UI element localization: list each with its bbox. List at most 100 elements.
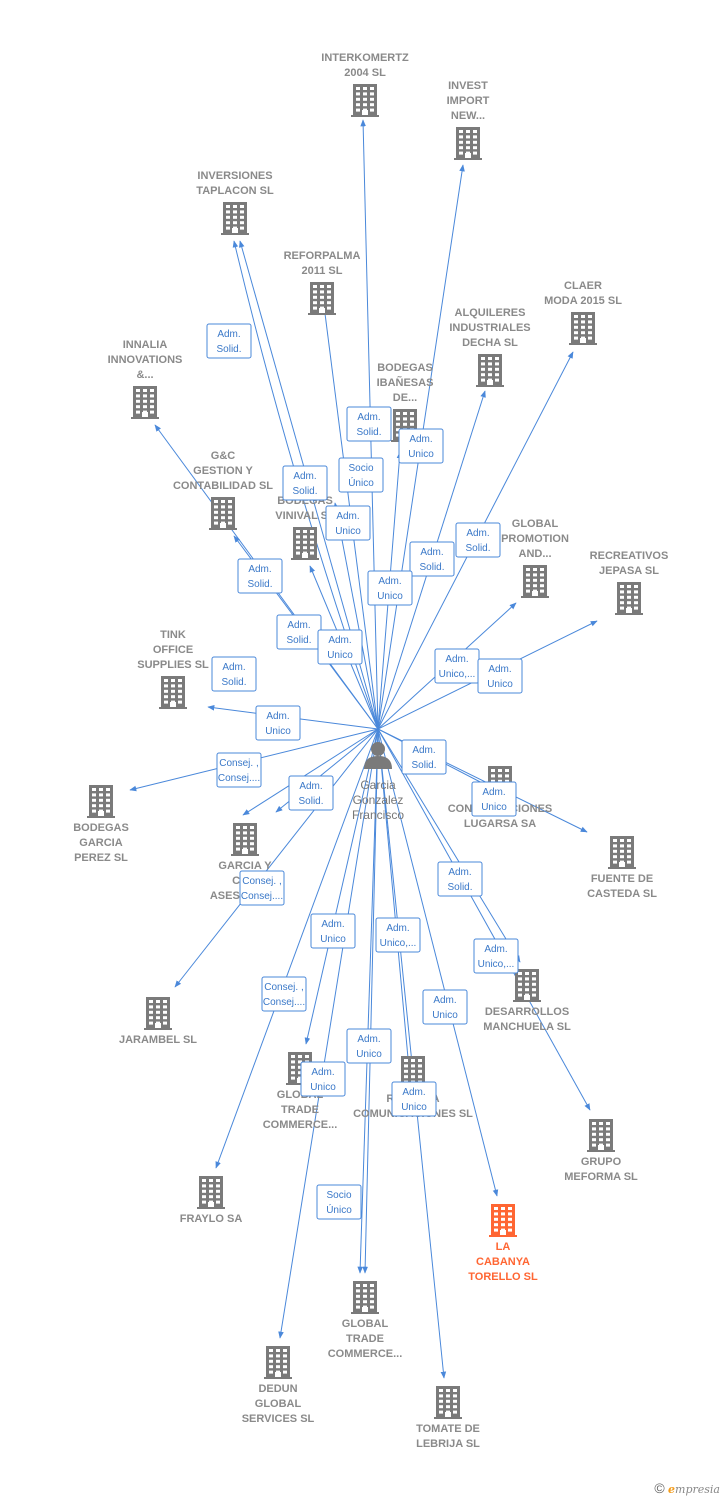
edge-label-reforpalma[interactable]: Adm.Unico [325,505,371,541]
edge-label-interkomertz[interactable]: Adm.Solid. [346,406,392,442]
edge-label-line: Solid. [247,579,272,590]
edge-label-line: Único [326,1203,352,1216]
company-name-line: ALQUILERES [455,307,526,319]
edge-label-gyc-gestion[interactable]: Adm.Solid. [276,614,322,650]
company-name-line: DE... [393,392,417,404]
company-name-line: MEFORMA SL [564,1171,638,1183]
edge-label-line: Solid. [465,543,490,554]
edge-label-grupo-meforma[interactable]: Adm.Unico,... [473,938,519,974]
company-name-line: DESARROLLOS [485,1006,569,1018]
edge-line-tomate-lebrija [377,728,447,1379]
edge-label-jarambel[interactable]: Consej. ,Consej.... [261,976,307,1012]
empresia-logo[interactable]: empresia [668,1483,720,1496]
edge-line-la-cabanya [377,728,499,1197]
edge-label-line: Solid. [298,796,323,807]
edge-label-desarrollos-manchuela[interactable]: Adm.Solid. [437,861,483,897]
company-node-reforpalma[interactable]: REFORPALMA 2011 SL [284,250,361,315]
edge-label-construcciones-lugarsa[interactable]: Adm.Solid. [401,739,447,775]
company-name-line: INNOVATIONS [108,354,183,366]
edge-label-invest-import[interactable]: Adm.Unico [398,428,444,464]
edge-label-line: Adm. [287,620,310,631]
edge-label-line: Consej. , [219,758,258,769]
company-name-line: 2011 SL [302,265,343,277]
edge-line-jarambel [174,728,379,988]
company-node-innalia[interactable]: INNALIAINNOVATIONS&... [108,339,183,419]
edge-label-innalia[interactable]: Adm.Solid. [237,558,283,594]
edge-label-radio-comunicaciones[interactable]: Adm.Unico,... [375,917,421,953]
company-node-grupo-meforma[interactable]: GRUPO MEFORMA SL [564,1119,638,1183]
edge-label-inversiones-taplacon[interactable]: Adm.Solid. [282,465,328,501]
edge-label-garcia-y-asesores[interactable]: Adm.Solid. [211,656,257,692]
company-name-line: CABANYA [476,1256,530,1268]
edge-label-fraylo[interactable]: Consej. ,Consej.... [239,870,285,906]
edge-label-tomate-lebrija[interactable]: Adm.Unico [391,1081,437,1117]
company-name-line: JARAMBEL SL [119,1034,197,1046]
edge-label-garcia-y-asesores[interactable]: Adm.Solid. [288,775,334,811]
company-name-line: CASTEDA SL [587,888,657,900]
edge-label-alquileres-industriales[interactable]: Adm.Solid. [409,541,455,577]
edge-label-inversiones-taplacon[interactable]: Adm.Solid. [206,323,252,359]
person-name-line: Gonzalez [353,793,404,807]
edge-label-global-promotion[interactable]: Adm.Unico,... [434,648,480,684]
edge-label-bodegas-ibanesas[interactable]: Adm.Unico [367,570,413,606]
company-name-line: GLOBAL [512,518,559,530]
edge-label-dedun-global[interactable]: Adm.Unico [300,1061,346,1097]
edge-label-recreativos-jepasa[interactable]: Adm.Unico [477,658,523,694]
building-icon [144,997,172,1030]
company-node-invest-import[interactable]: INVESTIMPORTNEW... [447,80,490,160]
edge-label-line: Adm. [488,664,511,675]
company-name-line: CONTABILIDAD SL [173,480,273,492]
edge-label-line: Unico [327,650,353,661]
company-name-line: COMMERCE... [328,1348,403,1360]
building-icon [476,354,504,387]
edge-line-garcia-y-asesores [275,728,379,813]
company-name-line: REFORPALMA [284,250,361,262]
edge-label-line: Solid. [292,486,317,497]
edge-label-tink-office[interactable]: Adm.Unico [255,705,301,741]
building-icon [569,312,597,345]
edge-label-claer-moda[interactable]: Adm.Solid. [455,522,501,558]
company-node-global-promotion[interactable]: GLOBALPROMOTIONAND... [501,518,569,598]
edge-line-dedun-global [278,728,379,1339]
edge-label-line: Adm. [402,1087,425,1098]
company-name-line: TAPLACON SL [196,185,274,197]
edge-label-fuente-casteda[interactable]: Adm.Unico [471,781,517,817]
building-icon [587,1119,615,1152]
edge-label-bodegas-vinival[interactable]: Adm.Unico [317,629,363,665]
edge-label-global-trade-2[interactable]: Adm.Unico [346,1028,392,1064]
edge-label-line: Adm. [217,329,240,340]
edge-label-bodegas-garcia-perez[interactable]: Consej. ,Consej.... [216,752,262,788]
company-node-global-trade-2[interactable]: GLOBALTRADECOMMERCE... [328,1281,403,1360]
edge-line-fraylo [215,728,379,1169]
company-node-jarambel[interactable]: JARAMBEL SL [119,997,197,1046]
edge-label-line: Adm. [266,711,289,722]
company-name-line: GRUPO [581,1156,622,1168]
copyright-footer: © empresia [654,1480,720,1496]
edge-label-line: Único [348,476,374,489]
company-name-line: MODA 2015 SL [544,295,622,307]
company-node-fraylo[interactable]: FRAYLO SA [180,1176,243,1225]
company-name-line: 2004 SL [344,67,386,79]
edge-label-la-cabanya[interactable]: Adm.Unico [422,989,468,1025]
company-name-line: COMMERCE... [263,1119,338,1131]
edge-label-global-trade-1[interactable]: Adm.Unico [310,913,356,949]
edge-label-line: Unico [377,591,403,602]
edge-line-global-trade-2 [357,728,379,1274]
